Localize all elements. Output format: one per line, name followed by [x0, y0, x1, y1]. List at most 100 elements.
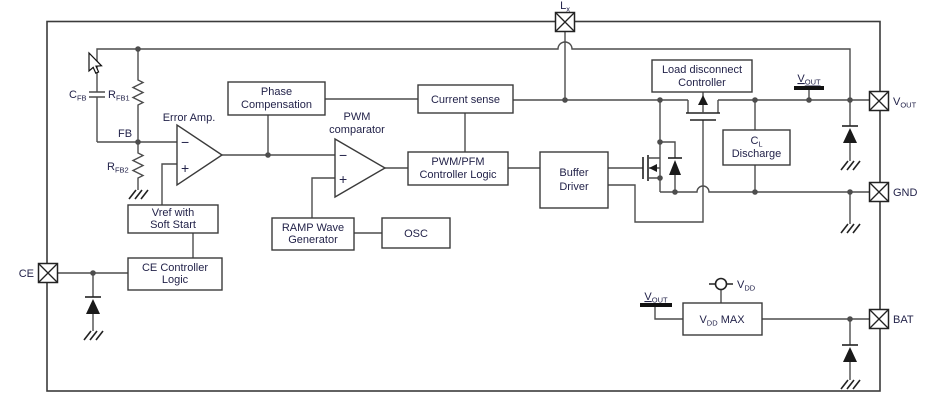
- nmos-switch: [642, 141, 682, 192]
- rfb2-resistor: [131, 142, 145, 190]
- bat-diode-ground-icon: [840, 379, 861, 390]
- pwm-comparator-triangle: [334, 137, 387, 199]
- svg-text:Compensation: Compensation: [241, 99, 312, 111]
- phase-compensation-label: Phase: [261, 86, 292, 98]
- junction-dot: [90, 270, 96, 276]
- function-blocks: Phase Compensation Current sense PWM/PFM…: [127, 59, 791, 336]
- ce-logic-label: CE Controller: [142, 262, 208, 274]
- phase-compensation-block: [227, 81, 326, 116]
- pwm-comparator: PWM comparator − +: [329, 111, 387, 199]
- gnd-pin-x-icon: [869, 182, 889, 202]
- cl-discharge-label: CL: [750, 135, 762, 149]
- vdd-max-label: VDD MAX: [699, 314, 745, 328]
- rfb2-ground-icon: [128, 189, 149, 200]
- svg-text:Driver: Driver: [559, 181, 589, 193]
- svg-text:Controller Logic: Controller Logic: [419, 169, 497, 181]
- lx-pin-label: Lx: [560, 0, 570, 14]
- esd-diodes: [85, 125, 858, 362]
- pmos-source-drain-stubs: [687, 100, 719, 113]
- pwm-comparator-minus: −: [339, 147, 347, 163]
- vout-probe-top-label: VOUT: [797, 73, 821, 87]
- junction-dot: [806, 97, 812, 103]
- probes: VOUT VOUT VDD: [640, 73, 824, 307]
- pwm-comparator-label: PWM: [344, 111, 371, 123]
- svg-text:comparator: comparator: [329, 124, 385, 136]
- wire-voutprobe-vddmax: [654, 307, 683, 320]
- buffer-driver-label: Buffer: [559, 167, 588, 179]
- error-amp-triangle: [176, 123, 224, 187]
- junction-dot: [135, 139, 141, 145]
- ce-diode-icon: [86, 299, 100, 314]
- ce-controller-logic-block: [127, 257, 223, 291]
- vdd-label: VDD: [737, 279, 756, 293]
- vref-label: Vref with: [152, 207, 194, 219]
- junction-dot: [752, 97, 758, 103]
- ic-outline: [46, 20, 881, 392]
- nmos-body-diode-wire: [660, 141, 676, 192]
- svg-text:Generator: Generator: [288, 234, 338, 246]
- load-disconnect-block: [651, 59, 753, 93]
- junction-dot: [657, 139, 663, 145]
- rfb2-label: RFB2: [107, 161, 129, 175]
- junction-dot: [847, 97, 853, 103]
- junction-dots: [90, 46, 853, 322]
- bat-pin-x-icon: [869, 309, 889, 329]
- error-amp-plus: +: [181, 160, 189, 176]
- cfb-capacitor: [89, 91, 105, 142]
- rfb1-label: RFB1: [108, 89, 130, 103]
- vdd-terminal-icon: [714, 277, 728, 291]
- ce-pin-label: CE: [19, 268, 34, 280]
- junction-dot: [847, 189, 853, 195]
- svg-text:Controller: Controller: [678, 77, 726, 89]
- junction-dot: [657, 97, 663, 103]
- junction-dot: [672, 189, 678, 195]
- ramp-generator-block: [271, 217, 355, 251]
- error-amplifier: Error Amp. − +: [163, 112, 224, 187]
- vdd-max-block: [682, 302, 763, 336]
- vout-diode-icon: [843, 128, 857, 143]
- pmos-body-arrow: [698, 95, 708, 105]
- ground-symbols: [83, 160, 861, 390]
- svg-text:Soft Start: Soft Start: [150, 219, 196, 231]
- wires: [58, 31, 869, 380]
- gnd-pin-label: GND: [893, 187, 918, 199]
- wire-gnd-rail: [660, 185, 869, 193]
- mouse-cursor-icon: [88, 51, 103, 75]
- pwm-comparator-plus: +: [339, 171, 347, 187]
- nmos-body-arrow: [649, 164, 657, 172]
- pwm-pfm-logic-block: [407, 151, 509, 186]
- svg-text:Logic: Logic: [162, 274, 189, 286]
- error-amp-minus: −: [181, 134, 189, 150]
- rfb1-resistor: [131, 49, 145, 142]
- pins: Lx VOUT GND BAT CE: [19, 0, 918, 330]
- bat-pin-label: BAT: [893, 314, 914, 326]
- osc-label: OSC: [404, 228, 428, 240]
- vout-probe-supply-label: VOUT: [644, 291, 668, 305]
- junction-dot: [847, 316, 853, 322]
- buffer-driver-block: [539, 151, 609, 209]
- current-sense-block: [417, 84, 514, 114]
- lx-pin-x-icon: [555, 12, 575, 32]
- junction-dot: [657, 175, 663, 181]
- ce-diode-ground-icon: [83, 330, 104, 341]
- fb-node-label: FB: [118, 128, 132, 140]
- pmos-switch: [686, 92, 720, 121]
- error-amp-label: Error Amp.: [163, 112, 216, 124]
- svg-text:Discharge: Discharge: [732, 148, 782, 160]
- vout-pin-label: VOUT: [893, 96, 917, 110]
- junction-dot: [265, 152, 271, 158]
- gnd-pin-ground-icon: [840, 223, 861, 234]
- load-disconnect-label: Load disconnect: [662, 64, 742, 76]
- osc-block: [381, 217, 451, 249]
- vout-diode-ground-icon: [840, 160, 861, 171]
- ramp-label: RAMP Wave: [282, 222, 344, 234]
- pwm-pfm-label: PWM/PFM: [431, 156, 484, 168]
- current-sense-label: Current sense: [431, 94, 500, 106]
- vout-pin-x-icon: [869, 91, 889, 111]
- nmos-body-diode-icon: [669, 160, 681, 175]
- wire-buffer-pmos-gate: [608, 120, 704, 223]
- wire-vref-to-erramp-plus: [161, 163, 177, 205]
- vref-soft-start-block: [127, 204, 219, 234]
- junction-dot: [752, 189, 758, 195]
